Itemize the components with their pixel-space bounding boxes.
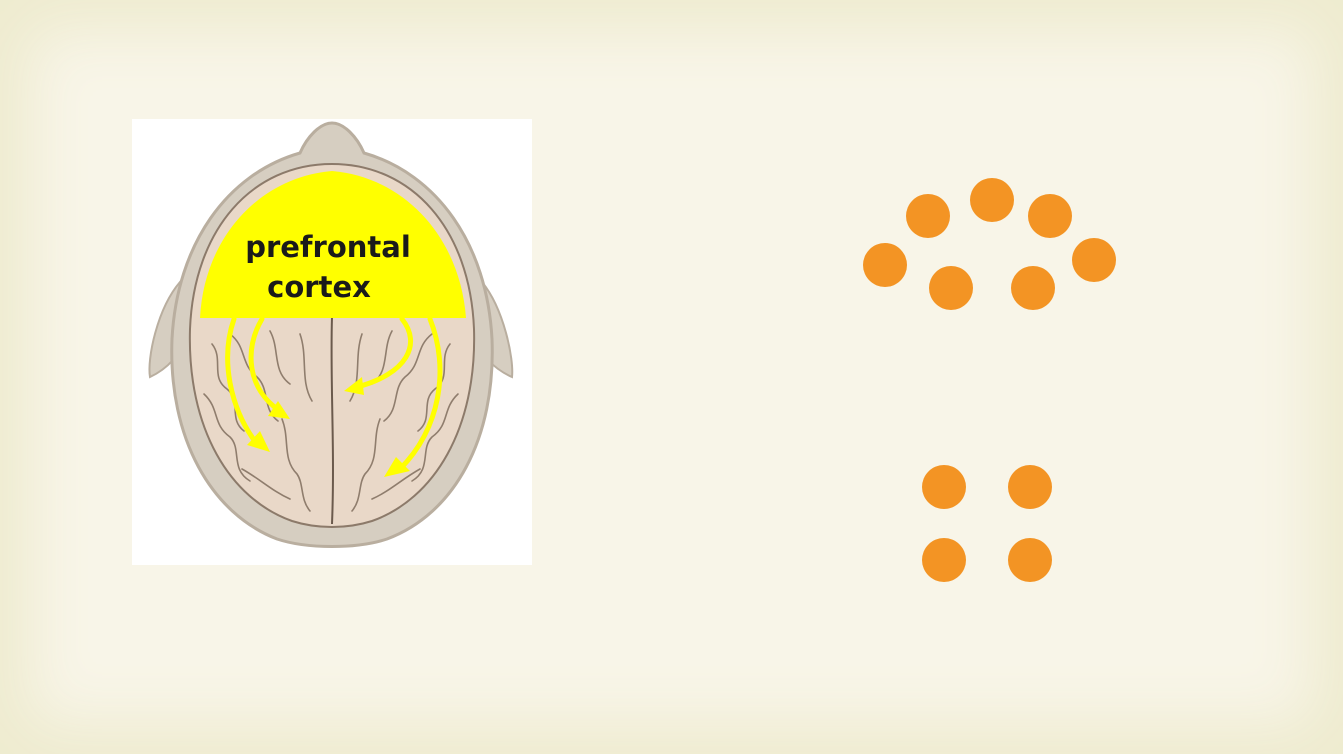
arrow-left-inner [248,316,283,414]
region-label-cortex: cortex [267,270,371,304]
dot-groups [850,170,1130,590]
lower-dot-2 [1008,465,1052,509]
arrow-right-outer [397,316,443,472]
brain-folds [203,330,459,512]
upper-dot-1 [863,243,907,287]
upper-dot-2 [906,194,950,238]
brain-diagram: prefrontal cortex [132,119,532,565]
arrowhead-left-outer [247,431,270,452]
arrow-right-inner [354,316,414,390]
upper-dot-7 [1011,266,1055,310]
lower-dot-4 [1008,538,1052,582]
brain-illustration: prefrontal cortex [148,121,514,548]
projection-arrows [225,316,443,472]
lower-dot-1 [922,465,966,509]
midline-fissure [330,316,334,525]
lower-dot-3 [922,538,966,582]
region-label-prefrontal: prefrontal [245,230,411,264]
arrowhead-right-inner [344,377,364,395]
arrow-heads [247,377,410,477]
upper-dot-6 [929,266,973,310]
upper-dot-4 [1028,194,1072,238]
upper-dot-5 [1072,238,1116,282]
arrowhead-right-outer [384,457,410,477]
arrow-left-outer [225,316,260,447]
prefrontal-highlight [200,171,466,318]
upper-dot-3 [970,178,1014,222]
arrowhead-left-inner [268,401,290,419]
